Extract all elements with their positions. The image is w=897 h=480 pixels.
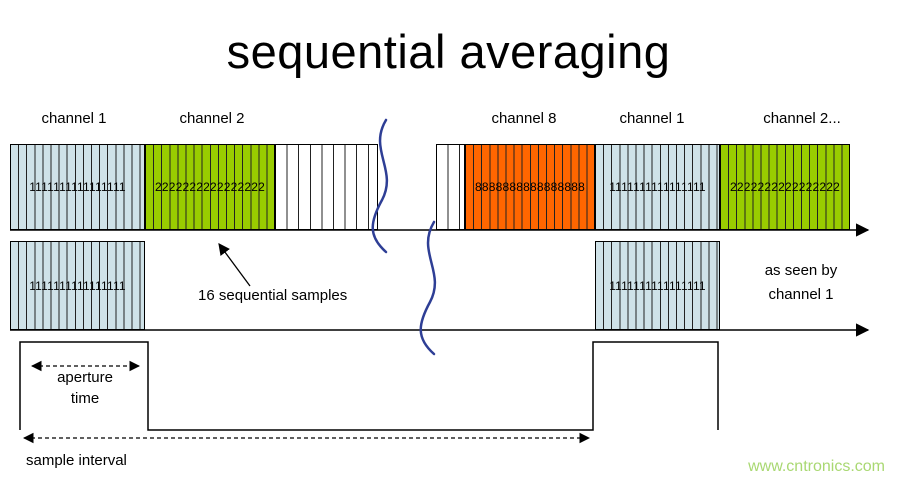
channel1-view-block-first: 1111111111111111 <box>10 241 145 330</box>
channel-label-1b: channel 1 <box>619 110 685 127</box>
channel-label-1: channel 1 <box>41 110 107 127</box>
sample-block-channel1-repeat: 1111111111111111 <box>595 144 720 230</box>
sample-interval-label: sample interval <box>26 452 127 469</box>
as-seen-by-caption: as seen by channel 1 <box>721 259 881 307</box>
sample-digits: 8888888888888888 <box>475 180 585 194</box>
page-title: sequential averaging <box>226 25 671 78</box>
sample-digits: 1111111111111111 <box>609 180 706 194</box>
break-squiggle-right-icon <box>419 220 436 356</box>
sample-block-blank-right <box>436 144 465 230</box>
aperture-line1: aperture <box>57 369 113 386</box>
sample-digits: 1111111111111111 <box>29 180 126 194</box>
sample-digits: 1111111111111111 <box>29 278 126 293</box>
watermark: www.cntronics.com <box>748 458 885 475</box>
sample-block-channel2: 2222222222222222 <box>145 144 275 230</box>
sequential-samples-label: 16 sequential samples <box>198 287 348 304</box>
aperture-line2: time <box>70 390 100 407</box>
sample-digits: 1111111111111111 <box>609 278 706 293</box>
sample-block-blank-left <box>275 144 378 230</box>
sample-digits: 2222222222222222 <box>155 180 265 194</box>
sample-block-channel8: 8888888888888888 <box>465 144 595 230</box>
as-seen-by-line2: channel 1 <box>768 286 834 303</box>
channel-label-2b: channel 2... <box>763 110 841 127</box>
as-seen-by-line1: as seen by <box>764 262 838 279</box>
aperture-time-label: aperture time <box>24 367 146 409</box>
channel-label-2: channel 2 <box>179 110 245 127</box>
channel1-view-block-second: 1111111111111111 <box>595 241 720 330</box>
channel-label-8: channel 8 <box>491 110 557 127</box>
sequential-samples-arrow <box>218 243 251 287</box>
sample-digits: 2222222222222222 <box>730 180 840 194</box>
sample-block-channel2-repeat: 2222222222222222 <box>720 144 850 230</box>
sample-block-channel1: 1111111111111111 <box>10 144 145 230</box>
